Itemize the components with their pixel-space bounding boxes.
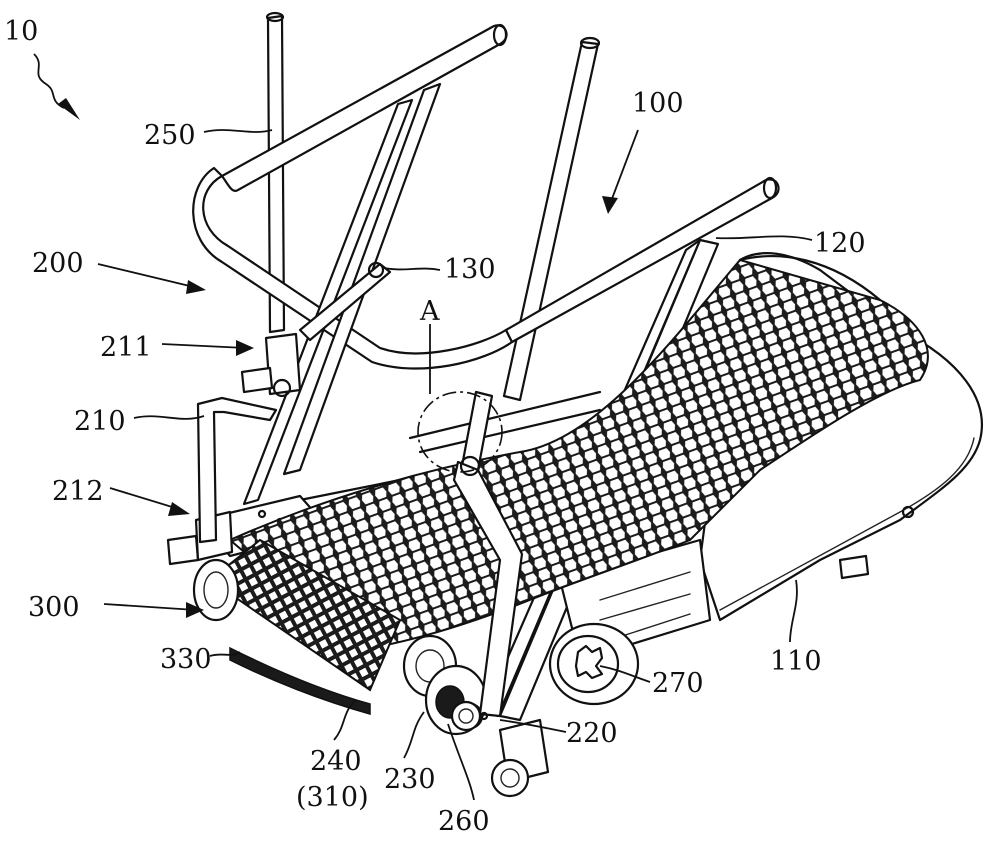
label-110: 110 <box>770 646 822 677</box>
label-200: 200 <box>32 248 84 279</box>
label-100: 100 <box>632 88 684 119</box>
running-belt <box>228 255 929 652</box>
label-230: 230 <box>384 764 436 795</box>
label-260: 260 <box>438 806 490 837</box>
label-250: 250 <box>144 120 196 151</box>
pulley-270 <box>548 622 640 706</box>
label-330: 330 <box>160 644 212 675</box>
detail-circle-a <box>417 391 503 473</box>
handrail-120 <box>192 23 780 370</box>
label-310: (310) <box>296 782 369 813</box>
label-211: 211 <box>100 332 152 363</box>
reference-labels: 10 100 250 120 200 130 A 211 210 212 300… <box>4 16 866 837</box>
label-a: A <box>419 296 440 327</box>
label-210: 210 <box>74 406 126 437</box>
label-130: 130 <box>444 254 496 285</box>
caster-wheel <box>490 718 550 798</box>
label-270: 270 <box>652 668 704 699</box>
label-212: 212 <box>52 476 104 507</box>
leader-lines <box>33 53 813 801</box>
label-300: 300 <box>28 592 80 623</box>
label-10: 10 <box>4 16 38 47</box>
label-240: 240 <box>310 746 362 777</box>
label-120: 120 <box>814 228 866 259</box>
label-220: 220 <box>566 718 618 749</box>
linkage-200 <box>196 332 524 732</box>
front-grip-250 <box>265 11 601 402</box>
